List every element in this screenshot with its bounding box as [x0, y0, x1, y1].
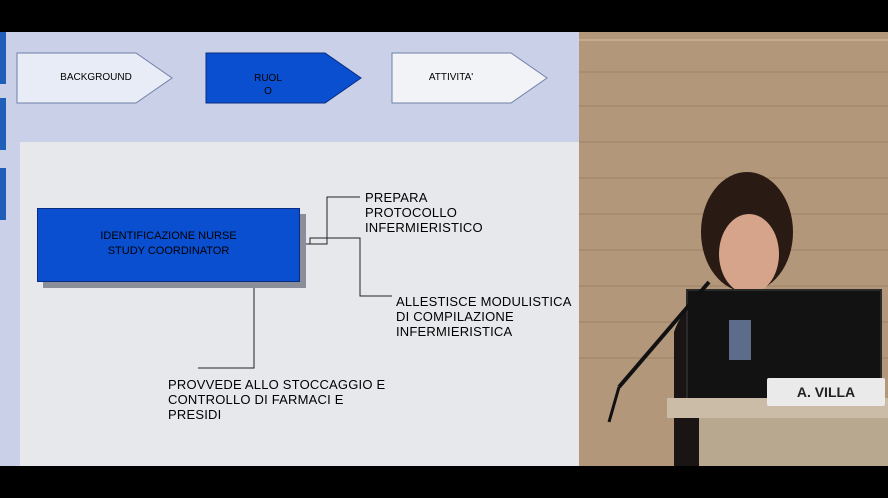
step-label-background: BACKGROUND — [60, 72, 132, 83]
slide-content-area — [20, 142, 579, 466]
slide-edge-mark — [0, 168, 6, 220]
step-label-attivita: ATTIVITA' — [428, 72, 474, 83]
step-chevron-ruolo — [205, 52, 362, 104]
letterbox-bottom — [0, 466, 888, 498]
task-prepara: PREPARA PROTOCOLLO INFERMIERISTICO — [365, 190, 483, 235]
step-chevron-background — [16, 52, 173, 104]
slide-edge-mark — [0, 98, 6, 150]
step-chevron-attivita — [391, 52, 548, 104]
speaker-nameplate: A. VILLA — [767, 378, 885, 406]
task-allestisce: ALLESTISCE MODULISTICA DI COMPILAZIONE I… — [396, 294, 572, 339]
speaker-video — [579, 32, 888, 466]
letterbox-top — [0, 0, 888, 32]
nurse-coordinator-label: IDENTIFICAZIONE NURSE STUDY COORDINATOR — [100, 230, 237, 257]
step-label-ruolo: RUOL O — [254, 73, 282, 97]
nurse-coordinator-box: IDENTIFICAZIONE NURSE STUDY COORDINATOR — [37, 208, 300, 282]
slide-edge-mark — [0, 32, 6, 84]
task-provvede: PROVVEDE ALLO STOCCAGGIO E CONTROLLO DI … — [168, 377, 386, 422]
